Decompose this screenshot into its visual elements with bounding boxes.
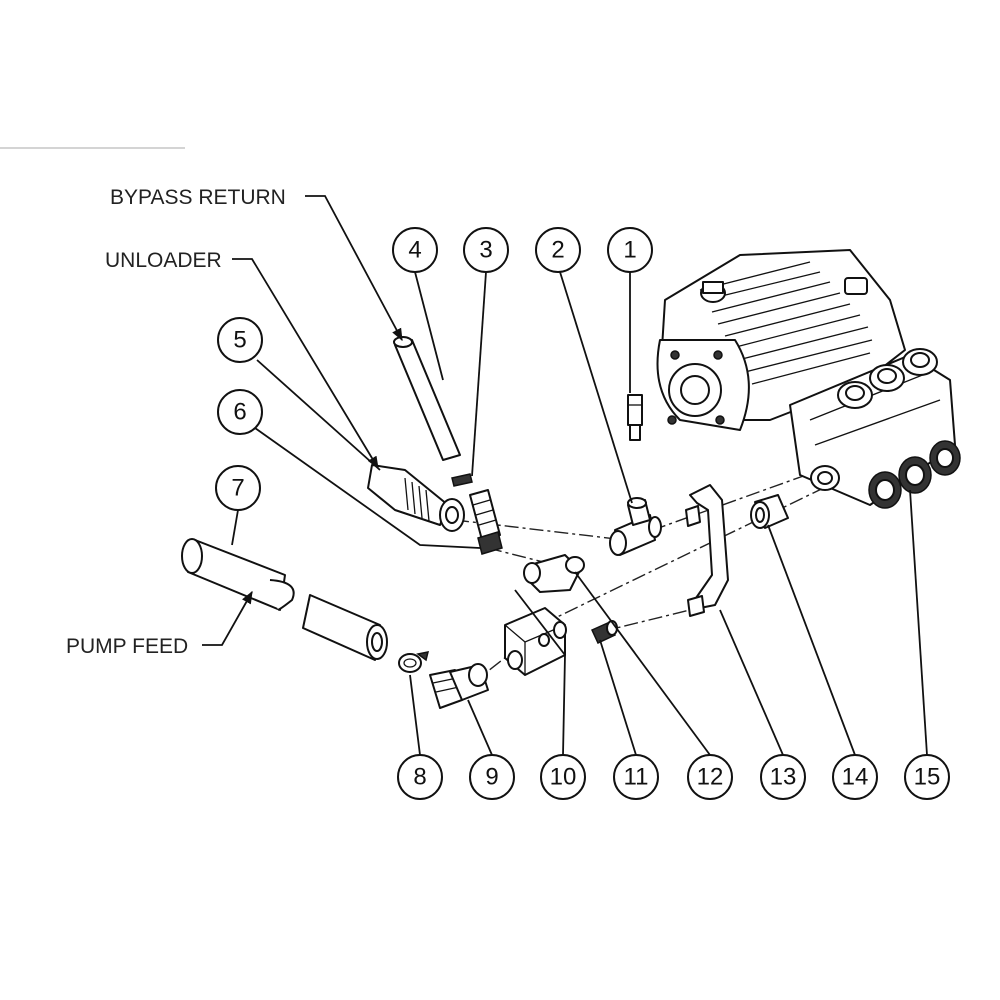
svg-text:3: 3	[479, 237, 492, 264]
pump-feed-label: PUMP FEED	[66, 635, 188, 658]
callout-8: 8	[397, 754, 443, 800]
svg-text:7: 7	[231, 475, 244, 502]
svg-text:11: 11	[624, 764, 649, 791]
svg-text:6: 6	[233, 399, 246, 426]
callout-13: 13	[760, 754, 806, 800]
part-13-bypass-tube	[685, 484, 729, 617]
part-3-fitting	[451, 473, 501, 541]
part-8-clamp	[398, 651, 430, 673]
svg-text:1: 1	[623, 237, 636, 264]
bypass-return-label: BYPASS RETURN	[110, 186, 286, 209]
svg-text:2: 2	[551, 237, 564, 264]
svg-text:4: 4	[408, 237, 421, 264]
svg-text:5: 5	[233, 327, 246, 354]
part-1-nipple	[627, 394, 643, 441]
part-5-unloader-hose	[367, 464, 465, 532]
callout-4: 4	[392, 227, 438, 273]
part-6-threaded-fitting	[477, 531, 503, 555]
part-9-barb-elbow	[429, 663, 489, 709]
callout-11: 11	[613, 754, 659, 800]
callout-3: 3	[463, 227, 509, 273]
callout-14: 14	[832, 754, 878, 800]
part-7-pump-feed-hose	[181, 538, 388, 661]
svg-text:13: 13	[770, 764, 797, 791]
svg-text:15: 15	[914, 764, 941, 791]
callout-5: 5	[217, 317, 263, 363]
callout-12: 12	[687, 754, 733, 800]
part-4-bypass-tube	[393, 336, 461, 461]
callout-1: 1	[607, 227, 653, 273]
callout-6: 6	[217, 389, 263, 435]
svg-text:12: 12	[697, 764, 724, 791]
svg-text:10: 10	[550, 764, 577, 791]
part-14-coupling	[750, 494, 789, 529]
svg-text:9: 9	[485, 764, 498, 791]
svg-text:8: 8	[413, 764, 426, 791]
part-12-elbow	[523, 554, 585, 593]
callout-2: 2	[535, 227, 581, 273]
callout-10: 10	[540, 754, 586, 800]
pump-assembly	[656, 249, 961, 509]
leader-lines	[202, 195, 928, 756]
svg-text:14: 14	[842, 764, 869, 791]
callout-15: 15	[904, 754, 950, 800]
part-2-tee	[609, 497, 662, 556]
unloader-label: UNLOADER	[105, 249, 222, 272]
callout-9: 9	[469, 754, 515, 800]
callout-7: 7	[215, 465, 261, 511]
